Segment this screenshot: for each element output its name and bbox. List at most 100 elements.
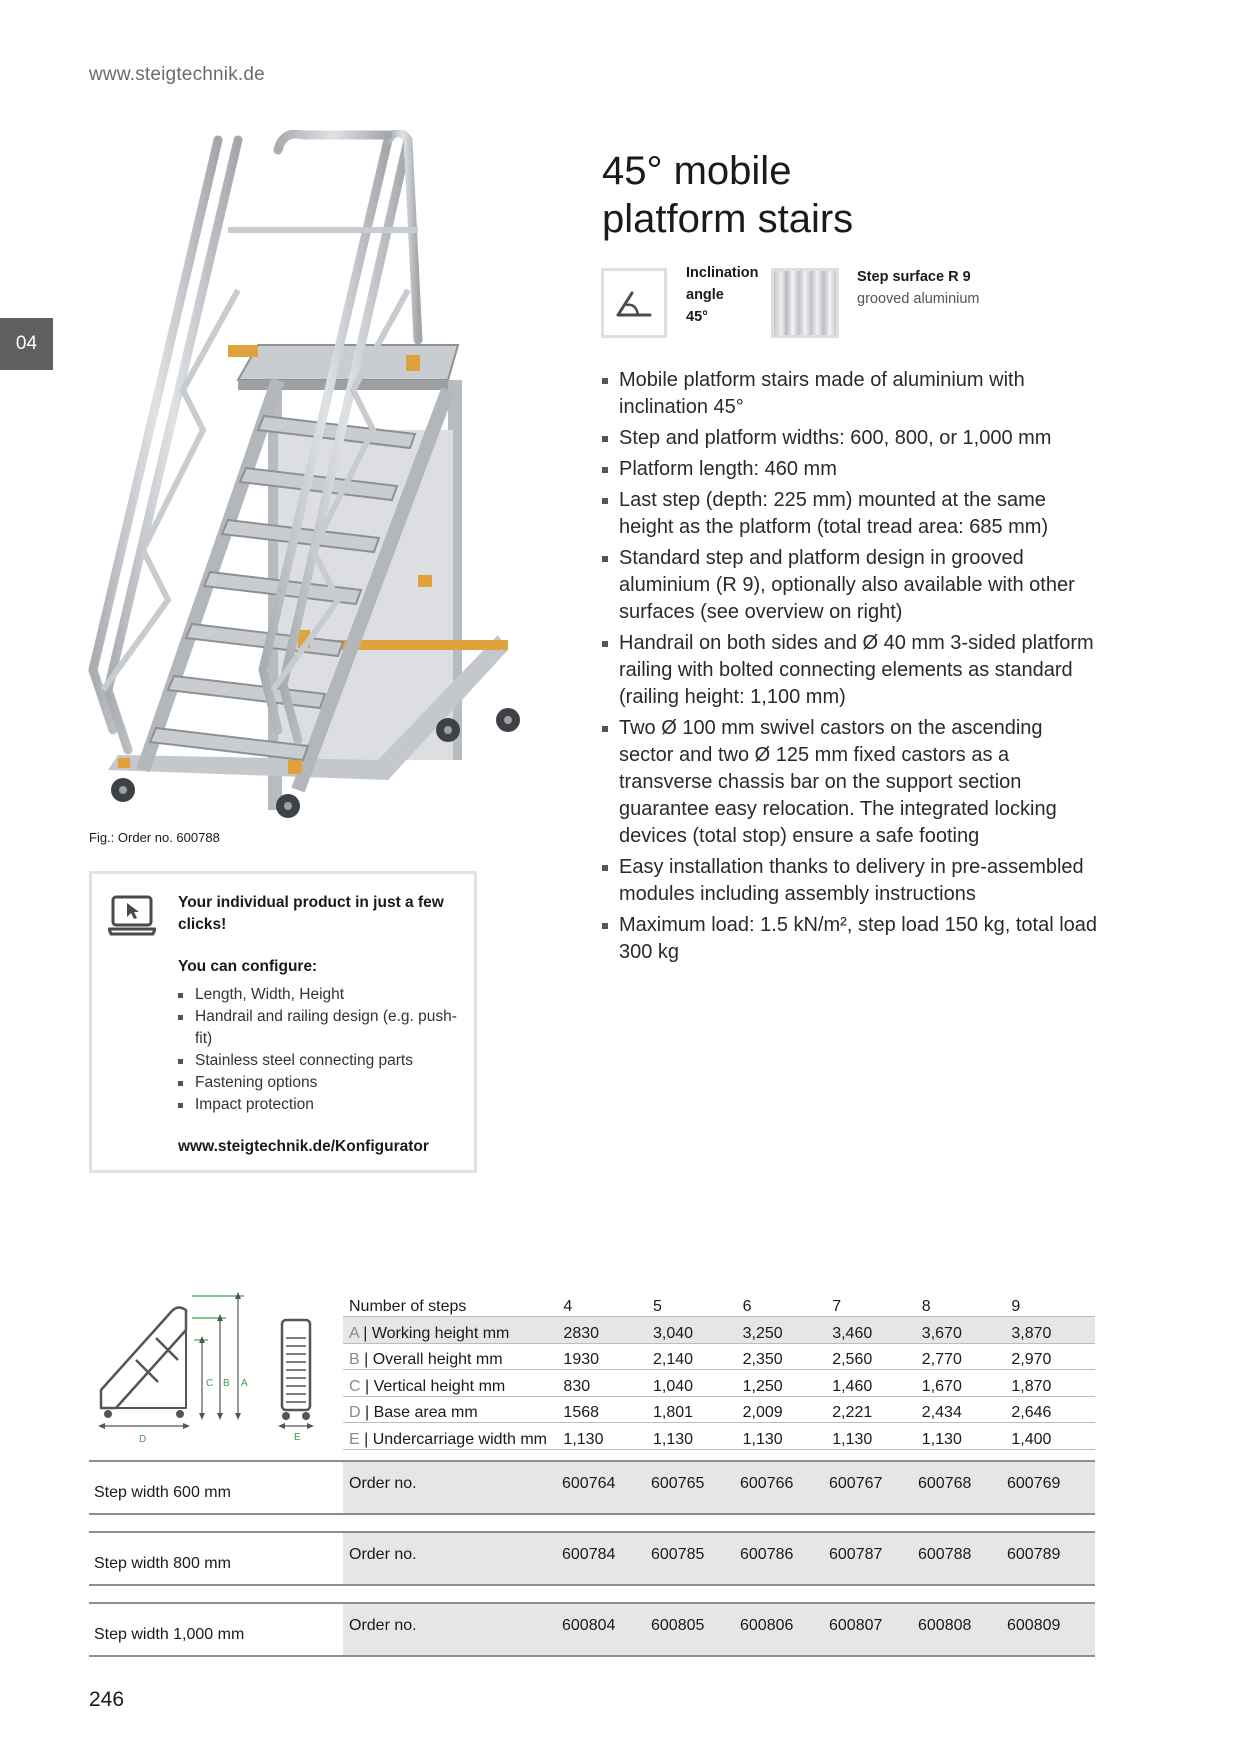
spec-value: 1,870 bbox=[1005, 1369, 1095, 1397]
configurator-option: Fastening options bbox=[178, 1072, 468, 1094]
spec-letter: C bbox=[349, 1377, 361, 1395]
step-width-label: Step width 1,000 mm bbox=[94, 1626, 245, 1643]
configurator-options-list: Length, Width, Height Handrail and raili… bbox=[178, 984, 468, 1116]
order-number: 600787 bbox=[829, 1546, 883, 1563]
product-image bbox=[88, 130, 520, 818]
spec-letter: A bbox=[349, 1324, 359, 1342]
spec-value: 1,040 bbox=[647, 1369, 737, 1397]
order-number: 600806 bbox=[740, 1617, 794, 1634]
feature-bullet: Last step (depth: 225 mm) mounted at the… bbox=[602, 487, 1102, 541]
feature-bullet-list: Mobile platform stairs made of aluminium… bbox=[602, 367, 1102, 970]
chapter-tab: 04 bbox=[0, 318, 53, 370]
spec-value: 1,400 bbox=[1005, 1422, 1095, 1450]
product-title-line1: 45° mobile bbox=[602, 149, 792, 193]
configurator-option: Stainless steel connecting parts bbox=[178, 1050, 468, 1072]
feature-bullet: Step and platform widths: 600, 800, or 1… bbox=[602, 425, 1102, 452]
configurator-headline: Your individual product in just a few cl… bbox=[178, 894, 444, 933]
spec-value: 1930 bbox=[557, 1343, 648, 1370]
spec-value: 3,870 bbox=[1005, 1316, 1095, 1344]
spec-value: 2,770 bbox=[915, 1343, 1006, 1370]
order-number: 600765 bbox=[651, 1475, 705, 1492]
spec-row-a: A | Working height mm 2830 3,040 3,250 3… bbox=[343, 1316, 1095, 1344]
order-number: 600785 bbox=[651, 1546, 705, 1563]
feature-bullet: Two Ø 100 mm swivel castors on the ascen… bbox=[602, 715, 1102, 850]
spec-row-c: C | Vertical height mm 830 1,040 1,250 1… bbox=[343, 1369, 1095, 1397]
spec-value: 1,130 bbox=[826, 1422, 916, 1450]
spec-letter: E bbox=[349, 1430, 360, 1448]
feature-bullet: Mobile platform stairs made of aluminium… bbox=[602, 367, 1102, 421]
configurator-option: Length, Width, Height bbox=[178, 984, 468, 1006]
spec-label: | Working height mm bbox=[358, 1324, 510, 1342]
order-number: 600804 bbox=[562, 1617, 616, 1634]
spec-value: 1,250 bbox=[736, 1369, 827, 1397]
feature-bullet: Handrail on both sides and Ø 40 mm 3-sid… bbox=[602, 630, 1102, 711]
spec-value: 3,250 bbox=[736, 1316, 827, 1344]
spec-label: | Base area mm bbox=[360, 1404, 478, 1421]
spec-letter: B bbox=[349, 1351, 360, 1368]
order-number: 600769 bbox=[1007, 1475, 1061, 1492]
steps-count: 5 bbox=[647, 1290, 737, 1317]
order-number: 600786 bbox=[740, 1546, 794, 1563]
page-number: 246 bbox=[89, 1688, 125, 1711]
order-row-1000: Step width 1,000 mm Order no. 600804 600… bbox=[89, 1602, 1095, 1657]
order-number: 600809 bbox=[1007, 1617, 1061, 1634]
step-surface-label: Step surface R 9 grooved aluminium bbox=[857, 269, 980, 307]
spec-value: 1,130 bbox=[915, 1422, 1006, 1450]
order-number: 600805 bbox=[651, 1617, 705, 1634]
spec-row-e: E | Undercarriage width mm 1,130 1,130 1… bbox=[343, 1422, 1095, 1450]
spec-value: 1568 bbox=[557, 1396, 648, 1423]
steps-count: 6 bbox=[736, 1290, 827, 1317]
spec-row-b: B | Overall height mm 1930 2,140 2,350 2… bbox=[343, 1343, 1095, 1370]
feature-bullet: Platform length: 460 mm bbox=[602, 456, 1102, 483]
order-number: 600766 bbox=[740, 1475, 794, 1492]
specification-table: Number of steps 4 5 6 7 8 9 A | Working … bbox=[343, 1290, 1095, 1450]
order-number: 600767 bbox=[829, 1475, 883, 1492]
order-number: 600807 bbox=[829, 1617, 883, 1634]
spec-label: | Overall height mm bbox=[359, 1351, 503, 1368]
steps-header-label: Number of steps bbox=[343, 1290, 558, 1317]
spec-value: 2830 bbox=[557, 1316, 648, 1344]
steps-count: 7 bbox=[826, 1290, 916, 1317]
order-number: 600784 bbox=[562, 1546, 616, 1563]
product-title-line2: platform stairs bbox=[602, 197, 854, 241]
spec-value: 2,646 bbox=[1005, 1396, 1095, 1423]
spec-value: 1,130 bbox=[736, 1422, 827, 1450]
inclination-angle-icon-box bbox=[601, 268, 667, 338]
order-no-label: Order no. bbox=[349, 1617, 417, 1634]
spec-value: 1,460 bbox=[826, 1369, 916, 1397]
spec-value: 2,560 bbox=[826, 1343, 916, 1370]
steps-count: 8 bbox=[915, 1290, 1006, 1317]
step-width-label: Step width 800 mm bbox=[94, 1555, 231, 1572]
diagram-label-b: B bbox=[223, 1378, 230, 1389]
spec-value: 2,221 bbox=[826, 1396, 916, 1423]
spec-value: 3,460 bbox=[826, 1316, 916, 1344]
order-no-label: Order no. bbox=[349, 1546, 417, 1563]
spec-value: 1,130 bbox=[647, 1422, 737, 1450]
diagram-label-d: D bbox=[139, 1434, 146, 1445]
order-number: 600808 bbox=[918, 1617, 972, 1634]
spec-value: 2,434 bbox=[915, 1396, 1006, 1423]
laptop-cursor-icon bbox=[108, 895, 156, 936]
spec-value: 1,670 bbox=[915, 1369, 1006, 1397]
spec-value: 1,801 bbox=[647, 1396, 737, 1423]
figure-caption: Fig.: Order no. 600788 bbox=[89, 830, 220, 845]
configurator-link[interactable]: www.steigtechnik.de/Konfigurator bbox=[178, 1138, 429, 1155]
spec-value: 830 bbox=[557, 1369, 648, 1397]
feature-bullet: Easy installation thanks to delivery in … bbox=[602, 854, 1102, 908]
diagram-label-a: A bbox=[241, 1378, 248, 1389]
spec-letter: D bbox=[349, 1404, 361, 1421]
diagram-label-c: C bbox=[206, 1378, 213, 1389]
spec-value: 3,040 bbox=[647, 1316, 737, 1344]
diagram-label-e: E bbox=[294, 1432, 301, 1443]
steps-count: 4 bbox=[557, 1290, 648, 1317]
spec-label: | Vertical height mm bbox=[360, 1377, 506, 1395]
configurator-option: Handrail and railing design (e.g. push-f… bbox=[178, 1006, 468, 1050]
order-number: 600768 bbox=[918, 1475, 972, 1492]
order-number: 600789 bbox=[1007, 1546, 1061, 1563]
spec-label: | Undercarriage width mm bbox=[359, 1430, 547, 1448]
order-number: 600764 bbox=[562, 1475, 616, 1492]
site-url[interactable]: www.steigtechnik.de bbox=[89, 64, 265, 85]
steps-header-row: Number of steps 4 5 6 7 8 9 bbox=[343, 1290, 1095, 1317]
step-surface-swatch bbox=[771, 268, 839, 338]
feature-bullet: Maximum load: 1.5 kN/m², step load 150 k… bbox=[602, 912, 1102, 966]
